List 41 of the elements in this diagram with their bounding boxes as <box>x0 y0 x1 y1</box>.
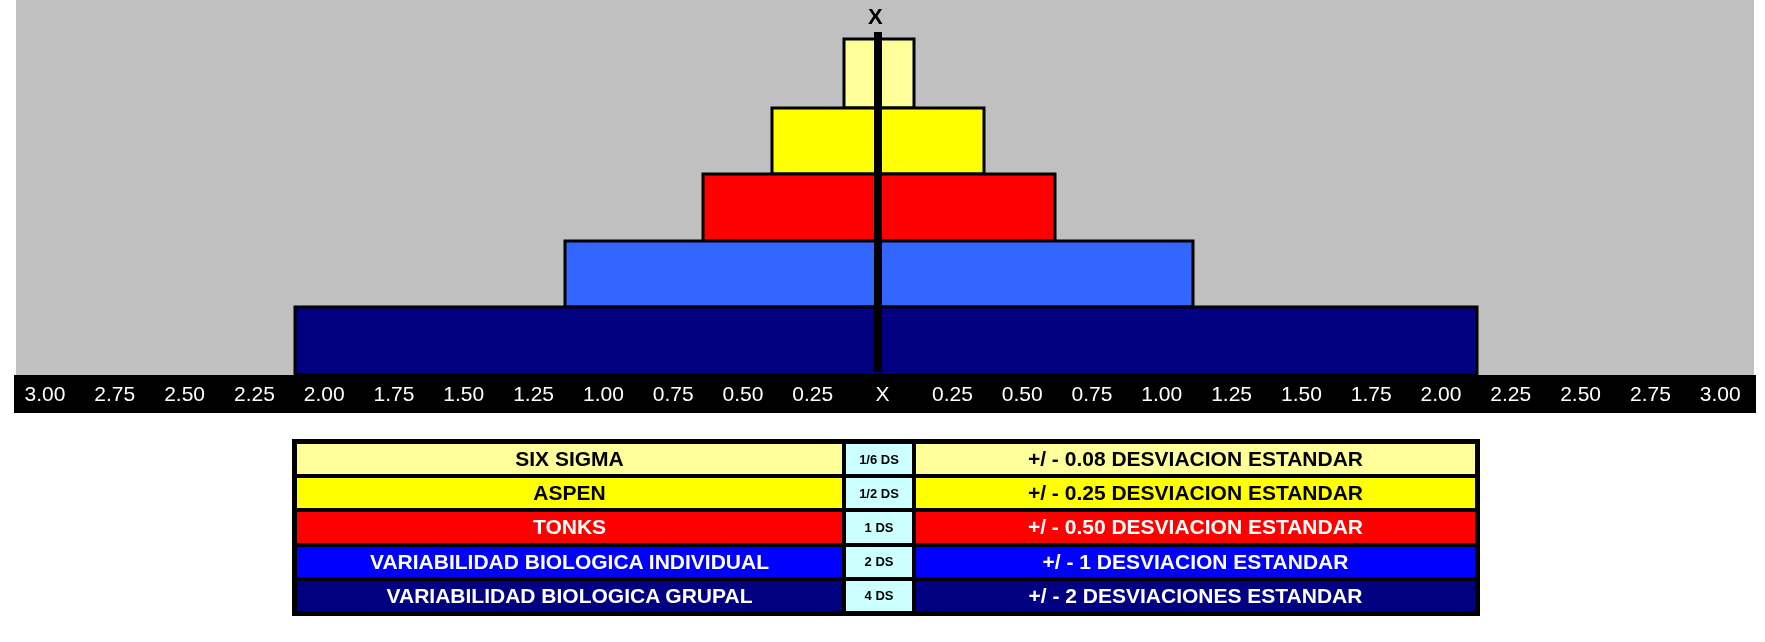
tick-label: 3.00 <box>23 381 67 407</box>
table-cell: 4 DS <box>844 578 914 613</box>
table-cell: +/ - 0.25 DESVIACION ESTANDAR <box>914 476 1477 511</box>
tick-label: 2.75 <box>1628 381 1672 407</box>
axis-label: X <box>868 6 883 28</box>
tick-label: 2.50 <box>163 381 207 407</box>
tick-label: 2.25 <box>232 381 276 407</box>
tick-label: 0.75 <box>1070 381 1114 407</box>
tick-label: 2.50 <box>1559 381 1603 407</box>
table-cell: SIX SIGMA <box>295 442 844 477</box>
table-cell: 1/2 DS <box>844 476 914 511</box>
table-cell: VARIABILIDAD BIOLOGICA GRUPAL <box>295 578 844 613</box>
tick-label: 1.00 <box>581 381 625 407</box>
table-cell: +/ - 1 DESVIACION ESTANDAR <box>914 544 1477 579</box>
tick-label: 0.50 <box>721 381 765 407</box>
tick-label: 1.00 <box>1140 381 1184 407</box>
tick-label: X <box>874 381 891 407</box>
tick-label: 2.00 <box>302 381 346 407</box>
table-cell: +/ - 0.50 DESVIACION ESTANDAR <box>914 510 1477 545</box>
tick-label: 1.50 <box>1279 381 1323 407</box>
tick-label: 1.25 <box>1210 381 1254 407</box>
tick-label: 1.25 <box>512 381 556 407</box>
table-cell: +/ - 0.08 DESVIACION ESTANDAR <box>914 442 1477 477</box>
table-cell: ASPEN <box>295 476 844 511</box>
tick-label: 1.75 <box>372 381 416 407</box>
tick-label: 1.50 <box>442 381 486 407</box>
tick-label: 2.00 <box>1419 381 1463 407</box>
tick-label: 2.25 <box>1489 381 1533 407</box>
tick-label: 3.00 <box>1698 381 1742 407</box>
tick-label: 1.75 <box>1349 381 1393 407</box>
table-cell: 1/6 DS <box>844 442 914 477</box>
table-cell: 2 DS <box>844 544 914 579</box>
table-cell: 1 DS <box>844 510 914 545</box>
tick-label: 0.50 <box>1000 381 1044 407</box>
tick-label: 2.75 <box>93 381 137 407</box>
table-cell: +/ - 2 DESVIACIONES ESTANDAR <box>914 578 1477 613</box>
tick-label: 0.25 <box>930 381 974 407</box>
tick-label: 0.25 <box>791 381 835 407</box>
table-cell: TONKS <box>295 510 844 545</box>
table-cell: VARIABILIDAD BIOLOGICA INDIVIDUAL <box>295 544 844 579</box>
tick-label: 0.75 <box>651 381 695 407</box>
